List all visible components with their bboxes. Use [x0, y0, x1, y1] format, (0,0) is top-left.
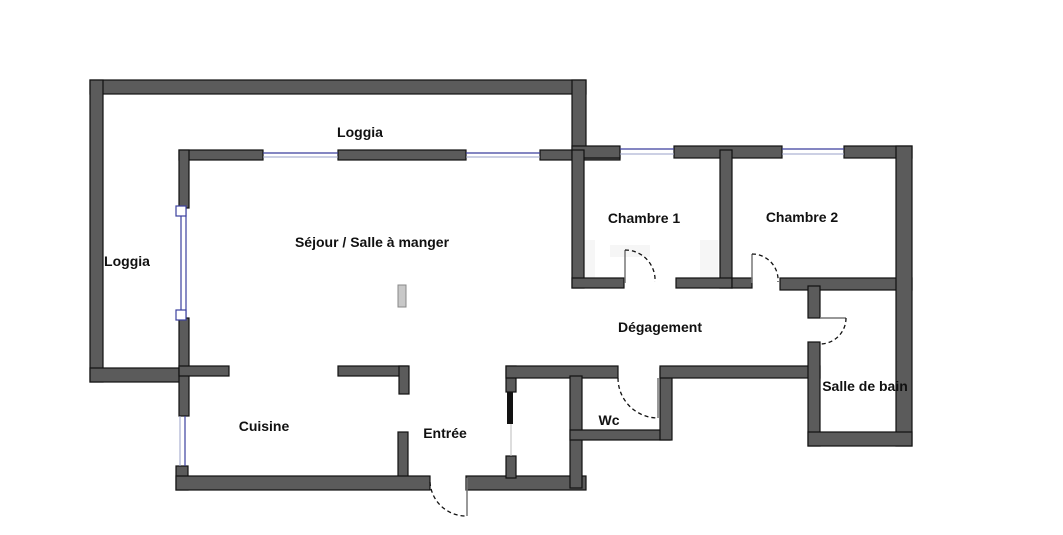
label-wc: Wc: [599, 412, 620, 428]
door-chambre-2: [751, 253, 779, 283]
window-sejour-top-2: [466, 152, 540, 158]
label-degagement: Dégagement: [618, 319, 702, 335]
window-sejour-top-1: [263, 152, 338, 158]
room-labels: Loggia Loggia Séjour / Salle à manger Ch…: [104, 124, 908, 441]
label-chambre-2: Chambre 2: [766, 209, 839, 225]
label-sejour: Séjour / Salle à manger: [295, 234, 450, 250]
label-loggia-left: Loggia: [104, 253, 150, 269]
label-entree: Entrée: [423, 425, 467, 441]
entree-side-panel: [507, 392, 513, 424]
label-loggia-top: Loggia: [337, 124, 383, 140]
door-wc: [617, 377, 659, 419]
label-chambre-1: Chambre 1: [608, 210, 681, 226]
door-entree: [429, 478, 468, 517]
apartment-walls: [175, 145, 913, 491]
label-salle-de-bain: Salle de bain: [822, 378, 908, 394]
window-cuisine: [179, 416, 186, 466]
doors: [429, 249, 847, 517]
door-salle-de-bain: [819, 317, 847, 345]
window-sejour-left: [175, 205, 187, 321]
windows: [175, 148, 844, 466]
label-cuisine: Cuisine: [239, 418, 290, 434]
window-chambre-2: [782, 148, 844, 155]
loggia-walls: [89, 79, 587, 383]
door-chambre-1: [624, 249, 656, 283]
window-chambre-1: [620, 148, 674, 155]
sejour-pillar: [397, 284, 407, 308]
